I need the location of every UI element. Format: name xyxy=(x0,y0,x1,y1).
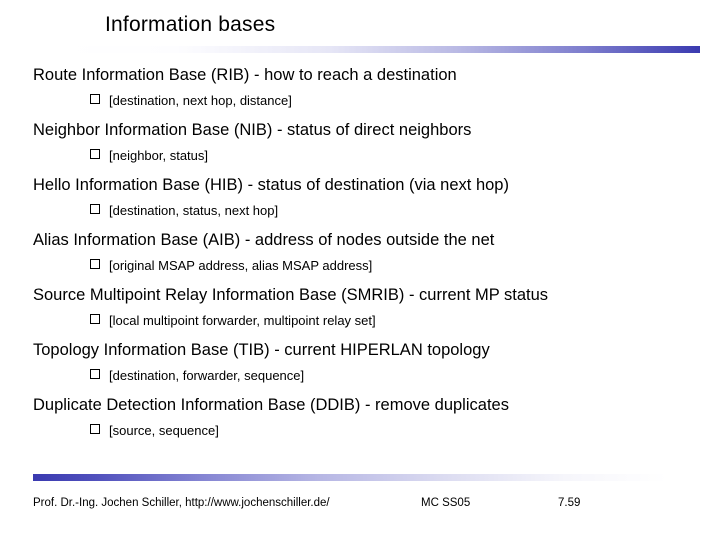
info-base-block: Source Multipoint Relay Information Base… xyxy=(0,286,720,329)
info-base-subitem: [source, sequence] xyxy=(0,423,720,439)
footer-divider-bar xyxy=(33,474,667,481)
info-base-block: Hello Information Base (HIB) - status of… xyxy=(0,176,720,219)
info-base-subitem-label: [neighbor, status] xyxy=(109,148,209,163)
info-base-subitem-label: [destination, status, next hop] xyxy=(109,203,279,218)
spacer xyxy=(0,195,720,203)
square-bullet-icon xyxy=(90,94,100,104)
spacer xyxy=(0,109,720,121)
title-divider-bar xyxy=(62,46,700,53)
info-base-subitem-label: [local multipoint forwarder, multipoint … xyxy=(109,313,376,328)
info-base-subitem: [destination, next hop, distance] xyxy=(0,93,720,109)
info-base-block: Alias Information Base (AIB) - address o… xyxy=(0,231,720,274)
info-base-subitem-label: [source, sequence] xyxy=(109,423,219,438)
info-base-block: Route Information Base (RIB) - how to re… xyxy=(0,66,720,109)
square-bullet-icon xyxy=(90,424,100,434)
info-base-heading: Alias Information Base (AIB) - address o… xyxy=(33,231,495,249)
info-base-heading: Hello Information Base (HIB) - status of… xyxy=(33,176,509,194)
info-base-heading: Source Multipoint Relay Information Base… xyxy=(33,286,549,304)
square-bullet-icon xyxy=(90,204,100,214)
info-base-subitem: [destination, forwarder, sequence] xyxy=(0,368,720,384)
footer-author: Prof. Dr.-Ing. Jochen Schiller, http://w… xyxy=(33,497,330,509)
square-bullet-icon xyxy=(90,149,100,159)
info-base-subitem: [neighbor, status] xyxy=(0,148,720,164)
spacer xyxy=(0,140,720,148)
spacer xyxy=(0,360,720,368)
page-title: Information bases xyxy=(105,13,276,36)
info-base-subitem: [local multipoint forwarder, multipoint … xyxy=(0,313,720,329)
square-bullet-icon xyxy=(90,314,100,324)
footer-course: MC SS05 xyxy=(421,497,471,509)
info-base-subitem-label: [destination, next hop, distance] xyxy=(109,93,292,108)
spacer xyxy=(0,219,720,231)
spacer xyxy=(0,384,720,396)
info-base-subitem-label: [original MSAP address, alias MSAP addre… xyxy=(109,258,373,273)
info-base-block: Duplicate Detection Information Base (DD… xyxy=(0,396,720,439)
spacer xyxy=(0,274,720,286)
spacer xyxy=(0,415,720,423)
info-base-heading: Duplicate Detection Information Base (DD… xyxy=(33,396,509,414)
spacer xyxy=(0,305,720,313)
info-base-heading: Neighbor Information Base (NIB) - status… xyxy=(33,121,472,139)
info-base-subitem: [original MSAP address, alias MSAP addre… xyxy=(0,258,720,274)
spacer xyxy=(0,85,720,93)
info-base-subitem: [destination, status, next hop] xyxy=(0,203,720,219)
info-base-heading: Route Information Base (RIB) - how to re… xyxy=(33,66,457,84)
footer-page-number: 7.59 xyxy=(558,497,581,509)
info-base-heading: Topology Information Base (TIB) - curren… xyxy=(33,341,490,359)
spacer xyxy=(0,164,720,176)
square-bullet-icon xyxy=(90,259,100,269)
square-bullet-icon xyxy=(90,369,100,379)
slide-footer: Prof. Dr.-Ing. Jochen Schiller, http://w… xyxy=(0,496,720,516)
spacer xyxy=(0,250,720,258)
info-base-block: Neighbor Information Base (NIB) - status… xyxy=(0,121,720,164)
info-base-block: Topology Information Base (TIB) - curren… xyxy=(0,341,720,384)
spacer xyxy=(0,329,720,341)
content-list: Route Information Base (RIB) - how to re… xyxy=(0,66,720,439)
info-base-subitem-label: [destination, forwarder, sequence] xyxy=(109,368,305,383)
